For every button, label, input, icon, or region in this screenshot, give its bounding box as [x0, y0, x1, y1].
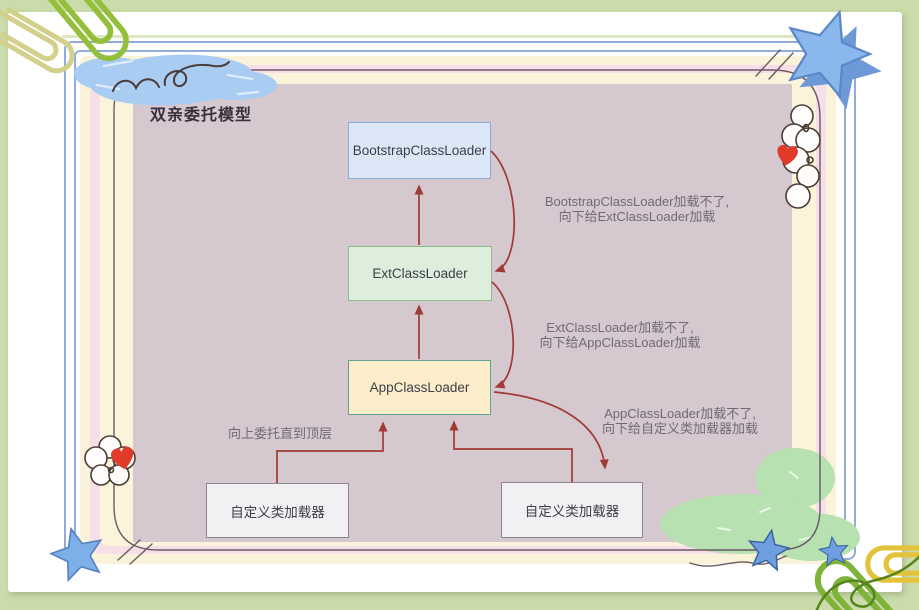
annotation-line: 向下给ExtClassLoader加载	[558, 209, 716, 224]
node-custom-classloader-right: 自定义类加载器	[501, 482, 643, 538]
annotation-app-delegates-down: AppClassLoader加载不了, 向下给自定义类加载器加载	[555, 406, 805, 436]
annotation-line: BootstrapClassLoader加载不了,	[544, 194, 730, 209]
node-label: 自定义类加载器	[230, 504, 325, 520]
node-label: BootstrapClassLoader	[352, 143, 487, 158]
node-label: 自定义类加载器	[524, 504, 620, 519]
annotation-delegate-upward: 向上委托直到顶层	[228, 426, 348, 441]
frame-green-accent	[62, 35, 854, 38]
annotation-line: 向下给AppClassLoader加载	[539, 335, 701, 350]
annotation-line: 向下给自定义类加载器加载	[601, 421, 758, 436]
node-label: AppClassLoader	[369, 380, 470, 395]
annotation-line: ExtClassLoader加载不了,	[546, 320, 694, 335]
node-custom-classloader-left: 自定义类加载器	[206, 483, 349, 538]
node-app-classloader: AppClassLoader	[348, 360, 491, 415]
annotation-line: 向上委托直到顶层	[228, 426, 333, 441]
node-bootstrap-classloader: BootstrapClassLoader	[348, 122, 491, 179]
node-ext-classloader: ExtClassLoader	[348, 246, 492, 301]
annotation-bootstrap-delegates-down: BootstrapClassLoader加载不了, 向下给ExtClassLoa…	[512, 194, 762, 224]
annotation-ext-delegates-down: ExtClassLoader加载不了, 向下给AppClassLoader加载	[495, 320, 745, 350]
node-label: ExtClassLoader	[372, 266, 468, 281]
page-title: 双亲委托模型	[150, 107, 253, 124]
annotation-line: AppClassLoader加载不了,	[604, 406, 756, 421]
